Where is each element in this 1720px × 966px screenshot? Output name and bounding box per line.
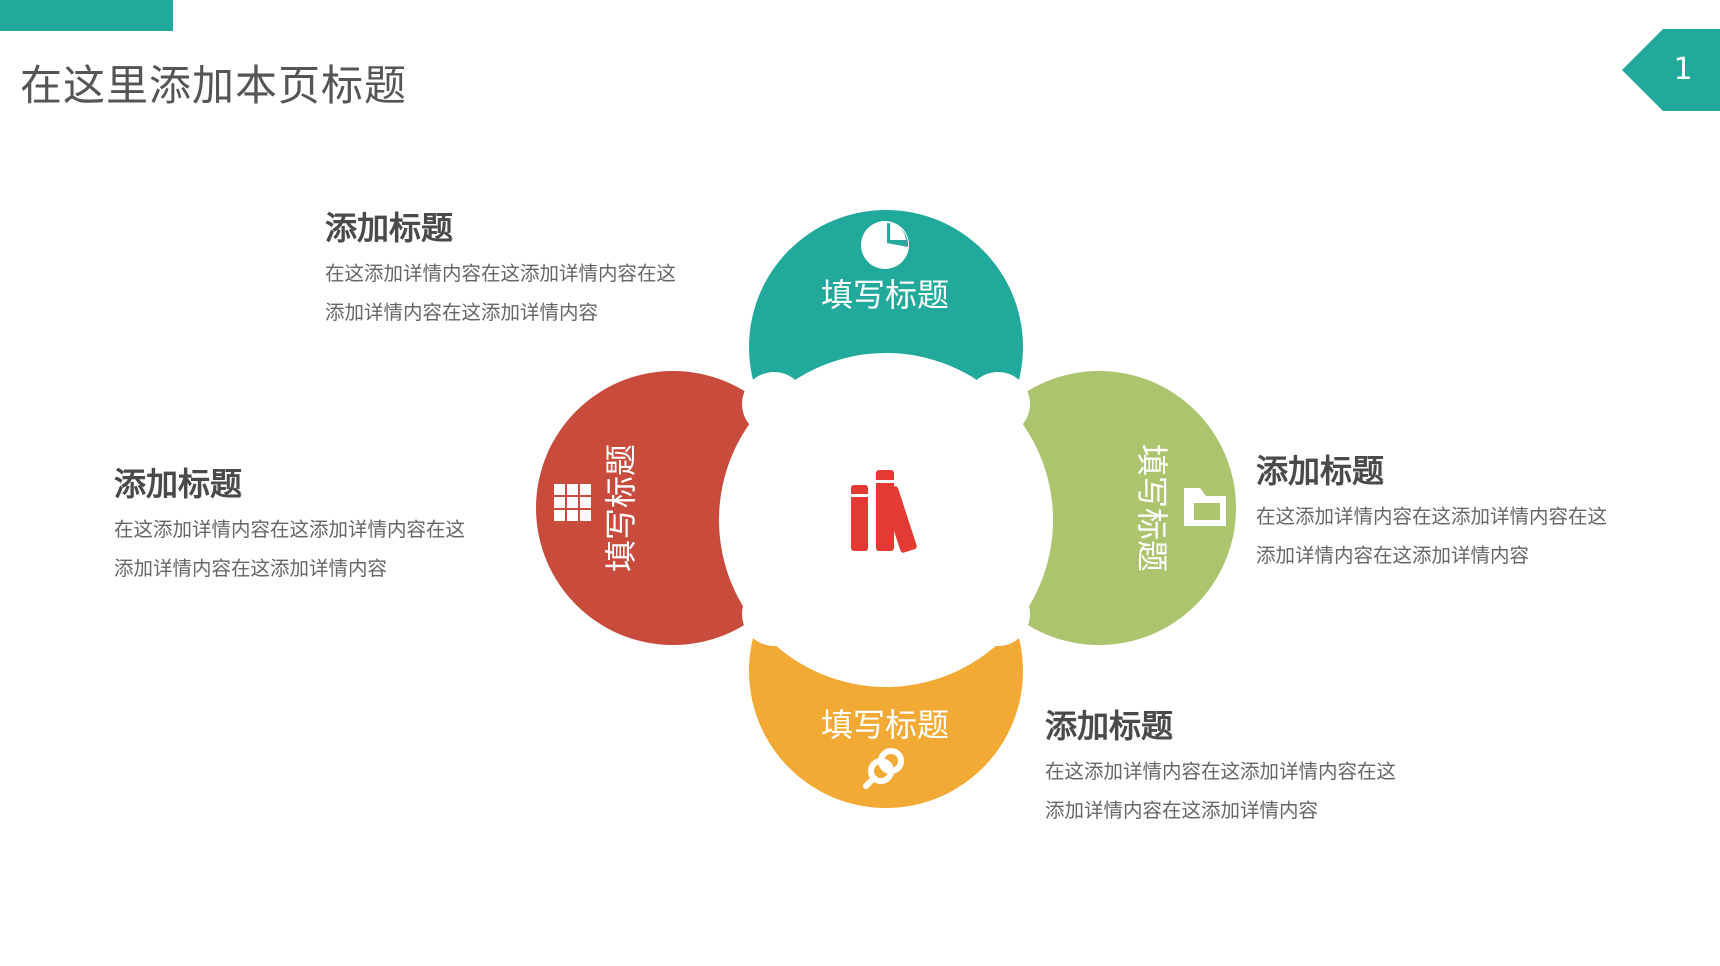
page-number-badge: [1622, 29, 1720, 111]
link-icon: [863, 748, 904, 789]
block-text: 在这添加详情内容在这添加详情内容在这 添加详情内容在这添加详情内容: [325, 254, 676, 332]
text-block-bottom-right: 添加标题 在这添加详情内容在这添加详情内容在这 添加详情内容在这添加详情内容: [1045, 706, 1396, 830]
block-text-line: 在这添加详情内容在这添加详情内容在这: [1256, 505, 1608, 528]
block-title: 添加标题: [1256, 452, 1385, 490]
block-text-line: 在这添加详情内容在这添加详情内容在这: [114, 518, 466, 541]
folder-icon: [1184, 488, 1226, 526]
petal-top-label: 填写标题: [821, 276, 949, 314]
block-text-line: 添加详情内容在这添加详情内容: [325, 301, 599, 324]
block-title: 添加标题: [1045, 707, 1174, 745]
petal-bottom-label: 填写标题: [821, 706, 949, 744]
petal-left-label: 填写标题: [602, 444, 640, 572]
text-block-top-left: 添加标题 在这添加详情内容在这添加详情内容在这 添加详情内容在这添加详情内容: [325, 208, 676, 332]
petal-right-label: 填写标题: [1133, 444, 1171, 572]
block-text: 在这添加详情内容在这添加详情内容在这 添加详情内容在这添加详情内容: [1045, 752, 1396, 830]
text-block-right: 添加标题 在这添加详情内容在这添加详情内容在这 添加详情内容在这添加详情内容: [1256, 451, 1607, 575]
books-icon: [851, 470, 917, 553]
grid-icon: [554, 484, 591, 521]
block-text-line: 添加详情内容在这添加详情内容: [1045, 799, 1319, 822]
block-text-line: 添加详情内容在这添加详情内容: [1256, 544, 1530, 567]
page-number: 1: [1673, 52, 1693, 87]
block-text: 在这添加详情内容在这添加详情内容在这 添加详情内容在这添加详情内容: [114, 510, 465, 588]
block-text-line: 添加详情内容在这添加详情内容: [114, 557, 388, 580]
pie-chart-icon: [861, 221, 909, 269]
block-text-line: 在这添加详情内容在这添加详情内容在这: [1045, 760, 1397, 783]
block-text-line: 在这添加详情内容在这添加详情内容在这: [325, 262, 677, 285]
block-title: 添加标题: [325, 209, 454, 247]
top-accent-bar: [0, 0, 173, 31]
text-block-left: 添加标题 在这添加详情内容在这添加详情内容在这 添加详情内容在这添加详情内容: [114, 464, 465, 588]
block-title: 添加标题: [114, 465, 243, 503]
page-title: 在这里添加本页标题: [20, 61, 408, 110]
block-text: 在这添加详情内容在这添加详情内容在这 添加详情内容在这添加详情内容: [1256, 497, 1607, 575]
